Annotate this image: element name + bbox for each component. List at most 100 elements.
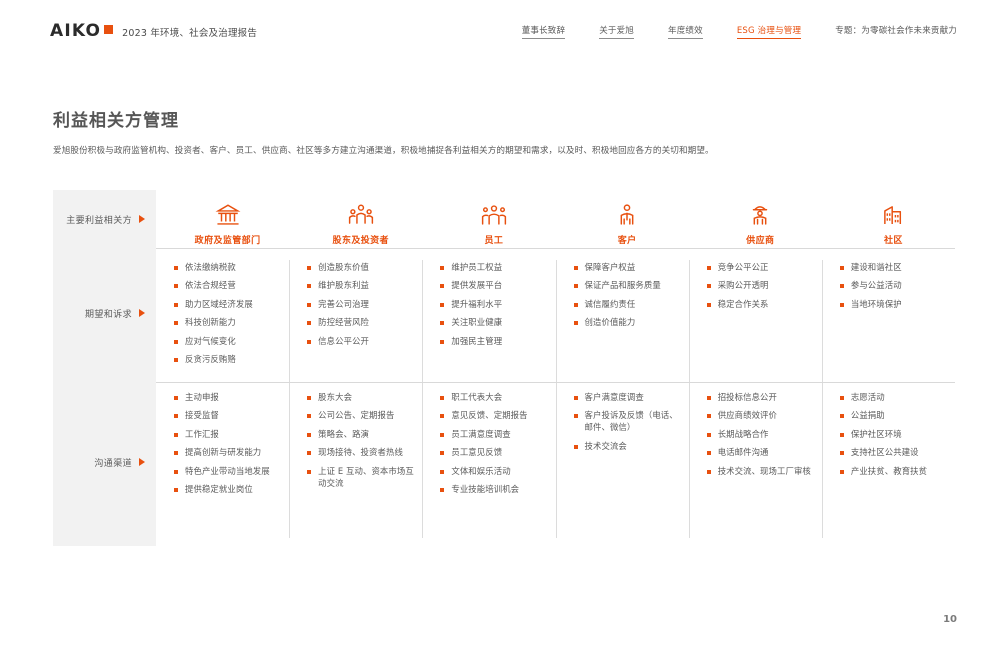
expectations-cell-investors: 创造股东价值 维护股东利益 完善公司治理 防控经营风险 信息公平公开 (307, 248, 414, 378)
list-item: 维护股东利益 (307, 280, 414, 292)
channels-list-investors: 股东大会 公司公告、定期报告 策略会、路演 现场接待、投资者热线 上证 E 互动… (307, 392, 414, 490)
list-item: 招投标信息公开 (706, 392, 814, 404)
row-label-stakeholders: 主要利益相关方 (53, 190, 156, 248)
list-item: 采购公开透明 (706, 280, 814, 292)
column-header-investors: 股东及投资者 (307, 190, 414, 248)
list-item: 保护社区环境 (839, 429, 947, 441)
list-item: 意见反馈、定期报告 (440, 410, 547, 422)
page-description: 爱旭股份积极与政府监管机构、投资者、客户、员工、供应商、社区等多方建立沟通渠道，… (53, 146, 714, 156)
page-number: 10 (943, 614, 957, 625)
matrix-column-government: 政府及监管部门 依法缴纳税款 依法合规经营 助力区域经济发展 科技创新能力 应对… (156, 190, 289, 546)
list-item: 关注职业健康 (440, 317, 547, 329)
channels-list-government: 主动申报 接受监督 工作汇报 提高创新与研发能力 特色产业带动当地发展 提供稳定… (174, 392, 281, 496)
list-item: 依法缴纳税款 (174, 262, 281, 274)
list-item: 提升福利水平 (440, 299, 547, 311)
matrix-divider-top (156, 248, 955, 249)
column-header-government: 政府及监管部门 (174, 190, 281, 248)
expectations-list-community: 建设和谐社区 参与公益活动 当地环境保护 (839, 262, 947, 311)
list-item: 参与公益活动 (839, 280, 947, 292)
nav-item-chairman[interactable]: 董事长致辞 (521, 24, 566, 39)
channels-cell-government: 主动申报 接受监督 工作汇报 提高创新与研发能力 特色产业带动当地发展 提供稳定… (174, 378, 281, 546)
list-item: 创造价值能力 (573, 317, 681, 329)
triangle-right-icon (139, 309, 145, 317)
nav-item-about[interactable]: 关于爱旭 (599, 24, 635, 39)
expectations-list-suppliers: 竞争公平公正 采购公开透明 稳定合作关系 (706, 262, 814, 311)
channels-cell-suppliers: 招投标信息公开 供应商绩效评价 长期战略合作 电话邮件沟通 技术交流、现场工厂审… (706, 378, 814, 546)
employees-icon (481, 205, 507, 225)
list-item: 客户满意度调查 (573, 392, 681, 404)
expectations-list-investors: 创造股东价值 维护股东利益 完善公司治理 防控经营风险 信息公平公开 (307, 262, 414, 348)
list-item: 志愿活动 (839, 392, 947, 404)
list-item: 上证 E 互动、资本市场互动交流 (307, 466, 414, 490)
expectations-list-customers: 保障客户权益 保证产品和服务质量 诚信履约责任 创造价值能力 (573, 262, 681, 329)
channels-list-community: 志愿活动 公益捐助 保护社区环境 支持社区公共建设 产业扶贫、教育扶贫 (839, 392, 947, 478)
list-item: 现场接待、投资者热线 (307, 447, 414, 459)
list-item: 提高创新与研发能力 (174, 447, 281, 459)
expectations-cell-employees: 维护员工权益 提供发展平台 提升福利水平 关注职业健康 加强民主管理 (440, 248, 547, 378)
list-item: 支持社区公共建设 (839, 447, 947, 459)
channels-list-suppliers: 招投标信息公开 供应商绩效评价 长期战略合作 电话邮件沟通 技术交流、现场工厂审… (706, 392, 814, 478)
list-item: 长期战略合作 (706, 429, 814, 441)
report-title: 2023 年环境、社会及治理报告 (122, 28, 258, 39)
matrix-column-employees: 员工 维护员工权益 提供发展平台 提升福利水平 关注职业健康 加强民主管理 职工… (422, 190, 555, 546)
list-item: 当地环境保护 (839, 299, 947, 311)
list-item: 加强民主管理 (440, 336, 547, 348)
supplier-worker-icon (753, 206, 768, 225)
list-item: 客户投诉及反馈（电话、邮件、微信） (573, 410, 681, 434)
stakeholder-matrix: 主要利益相关方 期望和诉求 沟通渠道 (53, 190, 955, 546)
column-title-investors: 股东及投资者 (332, 236, 389, 246)
triangle-right-icon (139, 215, 145, 223)
customer-icon (620, 204, 634, 225)
expectations-cell-government: 依法缴纳税款 依法合规经营 助力区域经济发展 科技创新能力 应对气候变化 反贪污… (174, 248, 281, 378)
list-item: 依法合规经营 (174, 280, 281, 292)
nav-item-esg-governance[interactable]: ESG 治理与管理 (736, 24, 802, 39)
row-label-channels-text: 沟通渠道 (94, 458, 132, 469)
column-title-customers: 客户 (617, 236, 637, 246)
expectations-list-government: 依法缴纳税款 依法合规经营 助力区域经济发展 科技创新能力 应对气候变化 反贪污… (174, 262, 281, 366)
list-item: 接受监督 (174, 410, 281, 422)
row-label-expectations: 期望和诉求 (53, 248, 156, 378)
column-title-community: 社区 (884, 236, 903, 246)
channels-cell-employees: 职工代表大会 意见反馈、定期报告 员工满意度调查 员工意见反馈 文体和娱乐活动 … (440, 378, 547, 546)
channels-cell-customers: 客户满意度调查 客户投诉及反馈（电话、邮件、微信） 技术交流会 (573, 378, 681, 546)
list-item: 技术交流会 (573, 441, 681, 453)
list-item: 电话邮件沟通 (706, 447, 814, 459)
expectations-cell-community: 建设和谐社区 参与公益活动 当地环境保护 (839, 248, 947, 378)
matrix-column-investors: 股东及投资者 创造股东价值 维护股东利益 完善公司治理 防控经营风险 信息公平公… (289, 190, 422, 546)
column-header-customers: 客户 (574, 190, 681, 248)
row-label-channels: 沟通渠道 (53, 378, 156, 546)
list-item: 创造股东价值 (307, 262, 414, 274)
row-label-stakeholders-text: 主要利益相关方 (66, 215, 132, 226)
column-title-government: 政府及监管部门 (194, 236, 261, 246)
matrix-divider-bottom (156, 382, 955, 383)
matrix-column-community: 社区 建设和谐社区 参与公益活动 当地环境保护 志愿活动 公益捐助 保护社区环境… (821, 190, 955, 546)
list-item: 诚信履约责任 (573, 299, 681, 311)
list-item: 反贪污反贿赂 (174, 354, 281, 366)
nav-item-performance[interactable]: 年度绩效 (668, 24, 703, 39)
list-item: 提供稳定就业岗位 (174, 484, 281, 496)
list-item: 特色产业带动当地发展 (174, 466, 281, 478)
nav-item-special-topic[interactable]: 专题：为零碳社会作未来贡献力 (835, 26, 957, 36)
list-item: 提供发展平台 (440, 280, 547, 292)
column-header-community: 社区 (840, 190, 947, 248)
list-item: 保证产品和服务质量 (573, 280, 681, 292)
list-item: 公司公告、定期报告 (307, 410, 414, 422)
list-item: 稳定合作关系 (706, 299, 814, 311)
matrix-columns: 政府及监管部门 依法缴纳税款 依法合规经营 助力区域经济发展 科技创新能力 应对… (156, 190, 955, 546)
list-item: 专业技能培训机会 (440, 484, 547, 496)
list-item: 防控经营风险 (307, 317, 414, 329)
list-item: 文体和娱乐活动 (440, 466, 547, 478)
list-item: 公益捐助 (839, 410, 947, 422)
list-item: 完善公司治理 (307, 299, 414, 311)
list-item: 应对气候变化 (174, 336, 281, 348)
list-item: 股东大会 (307, 392, 414, 404)
channels-cell-community: 志愿活动 公益捐助 保护社区环境 支持社区公共建设 产业扶贫、教育扶贫 (839, 378, 947, 546)
list-item: 建设和谐社区 (839, 262, 947, 274)
channels-list-employees: 职工代表大会 意见反馈、定期报告 员工满意度调查 员工意见反馈 文体和娱乐活动 … (440, 392, 547, 496)
title-block: 利益相关方管理 爱旭股份积极与政府监管机构、投资者、客户、员工、供应商、社区等多… (53, 106, 953, 159)
community-buildings-icon (884, 206, 902, 224)
matrix-row-labels: 主要利益相关方 期望和诉求 沟通渠道 (53, 190, 156, 546)
government-building-icon (215, 204, 241, 225)
channels-cell-investors: 股东大会 公司公告、定期报告 策略会、路演 现场接待、投资者热线 上证 E 互动… (307, 378, 414, 546)
